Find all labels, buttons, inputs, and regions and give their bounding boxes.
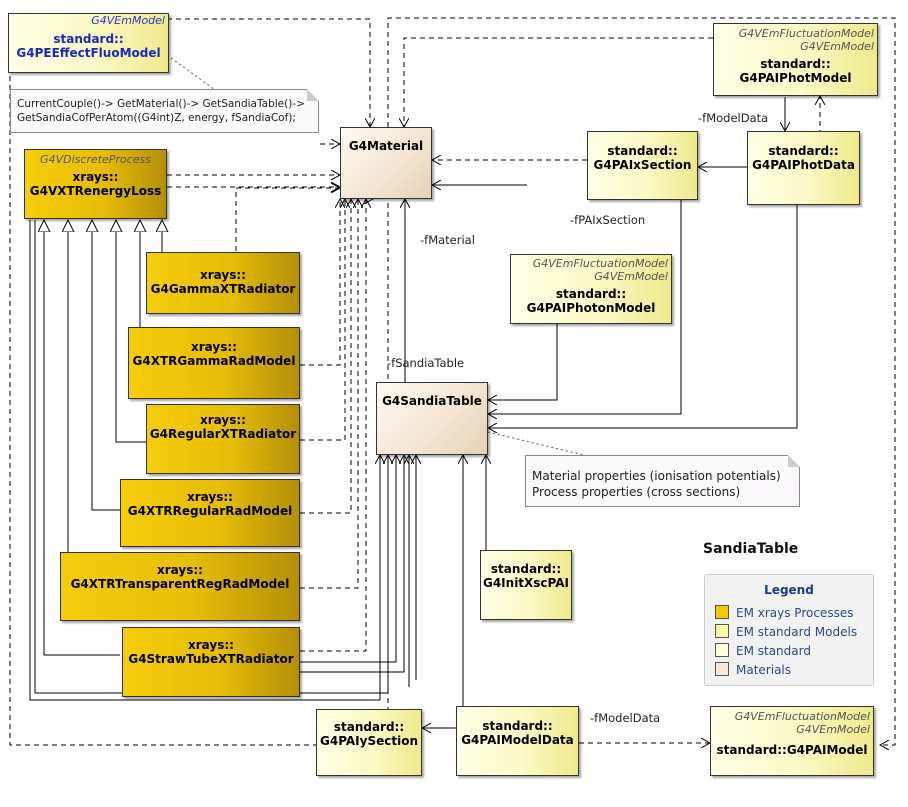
class-g4pai-photon-model[interactable]: G4VEmFluctuationModel G4VEmModel standar…: [510, 254, 672, 324]
class-name: G4InitXscPAI: [482, 576, 569, 590]
edge-label-fsandiatable: -fSandiaTable: [387, 356, 465, 370]
class-g4pe-effect-fluo-model[interactable]: G4VEmModel standard:: G4PEEffectFluoMode…: [8, 13, 169, 73]
legend-label: Materials: [736, 663, 792, 677]
class-name: G4PAIPhotonModel: [526, 301, 656, 315]
class-name: G4PAIySection: [320, 734, 418, 748]
class-g4sandia-table[interactable]: G4SandiaTable: [376, 382, 488, 455]
note-line: Process properties (cross sections): [532, 485, 741, 499]
legend-swatch: [715, 643, 729, 657]
class-namespace: xrays::: [188, 638, 234, 652]
class-name: G4StrawTubeXTRadiator: [128, 652, 294, 666]
legend-item-standard: EM standard: [715, 643, 811, 658]
legend-label: EM standard Models: [736, 625, 858, 639]
class-name: G4PAIPhotModel: [739, 71, 852, 85]
stereotype-label: G4VEmModel: [91, 14, 165, 27]
class-g4xtr-gamma-rad-model[interactable]: xrays:: G4XTRGammaRadModel: [128, 327, 300, 399]
diagram-title: SandiaTable: [703, 541, 799, 557]
class-namespace: standard::: [482, 719, 553, 733]
class-name: standard::G4PAIModel: [716, 743, 868, 757]
class-namespace: standard::: [768, 144, 839, 158]
class-name: G4XTRRegularRadModel: [127, 504, 293, 518]
legend-item-standard-models: EM standard Models: [715, 624, 857, 639]
class-g4gamma-xt-radiator[interactable]: xrays:: G4GammaXTRadiator: [146, 252, 300, 314]
class-g4material[interactable]: G4Material: [340, 127, 432, 199]
class-g4pai-phot-model[interactable]: G4VEmFluctuationModel G4VEmModel standar…: [713, 23, 878, 96]
class-namespace: standard::: [490, 562, 562, 576]
class-name: G4PAIModelData: [461, 733, 574, 747]
class-name: G4Material: [348, 139, 424, 153]
legend-label: EM standard: [736, 644, 811, 658]
note-line: GetSandiaCofPerAtom((G4int)Z, energy, fS…: [17, 112, 296, 124]
class-namespace: xrays::: [191, 340, 237, 354]
stereotype-label: G4VEmModel: [594, 270, 668, 283]
stereotype-label: G4VEmFluctuationModel: [532, 257, 668, 270]
class-g4straw-tube-xt-radiator[interactable]: xrays:: G4StrawTubeXTRadiator: [122, 627, 300, 697]
legend-title: Legend: [764, 583, 814, 597]
class-namespace: standard::: [760, 57, 831, 71]
legend: Legend EM xrays Processes EM standard Mo…: [704, 574, 874, 686]
class-name: G4XTRGammaRadModel: [132, 354, 296, 368]
class-g4regular-xt-radiator[interactable]: xrays:: G4RegularXTRadiator: [146, 404, 300, 474]
edge-label-fmodeldata-phot: -fModelData: [698, 111, 769, 125]
class-name: G4PAIxSection: [593, 158, 692, 172]
class-namespace: standard::: [607, 144, 678, 158]
legend-swatch: [715, 624, 729, 638]
class-g4xtr-regular-rad-model[interactable]: xrays:: G4XTRRegularRadModel: [120, 479, 300, 547]
note-line: Material properties (ionisation potentia…: [532, 469, 781, 483]
class-namespace: xrays::: [187, 490, 233, 504]
legend-item-xrays: EM xrays Processes: [715, 605, 853, 620]
stereotype-label: G4VEmModel: [796, 723, 870, 736]
class-namespace: xrays::: [200, 413, 246, 427]
note-properties: Material properties (ionisation potentia…: [525, 455, 800, 507]
class-g4pai-model-data[interactable]: standard:: G4PAIModelData: [456, 706, 579, 776]
class-name: G4XTRTransparentRegRadModel: [70, 577, 290, 591]
note-call-chain: CurrentCouple()-> GetMaterial()-> GetSan…: [10, 89, 319, 133]
class-g4paix-section[interactable]: standard:: G4PAIxSection: [587, 131, 698, 200]
edge-label-fmodeldata-pai: -fModelData: [590, 711, 661, 725]
stereotype-label: G4VEmFluctuationModel: [738, 27, 874, 40]
edge-label-fpaixsection: -fPAIxSection: [570, 213, 646, 227]
class-name: G4SandiaTable: [382, 394, 482, 408]
class-name: G4PAIPhotData: [752, 158, 855, 172]
class-namespace: xrays::: [72, 170, 119, 184]
note-fold: [307, 89, 319, 101]
class-name: G4RegularXTRadiator: [149, 427, 297, 441]
legend-label: EM xrays Processes: [736, 606, 854, 620]
class-g4init-xsc-pai[interactable]: standard:: G4InitXscPAI: [480, 550, 572, 620]
note-line: CurrentCouple()-> GetMaterial()-> GetSan…: [17, 98, 305, 110]
legend-swatch: [715, 662, 729, 676]
class-g4pai-phot-data[interactable]: standard:: G4PAIPhotData: [747, 131, 860, 205]
class-g4pai-model[interactable]: G4VEmFluctuationModel G4VEmModel standar…: [710, 706, 874, 776]
class-g4vxtr-energy-loss[interactable]: G4VDiscreteProcess xrays:: G4VXTRenergyL…: [24, 149, 167, 219]
edge-label-fmaterial: -fMaterial: [420, 233, 475, 247]
class-namespace: standard::: [333, 720, 405, 734]
class-namespace: xrays::: [200, 268, 246, 282]
class-name: G4PEEffectFluoModel: [16, 46, 161, 60]
class-name: G4VXTRenergyLoss: [29, 184, 162, 198]
class-g4xtr-transparent-reg-rad-model[interactable]: xrays:: G4XTRTransparentRegRadModel: [60, 552, 300, 621]
stereotype-label: G4VEmFluctuationModel: [734, 710, 870, 723]
stereotype-label: G4VDiscreteProcess: [40, 153, 151, 166]
class-g4paiy-section[interactable]: standard:: G4PAIySection: [316, 709, 422, 776]
legend-swatch: [715, 605, 729, 619]
note-fold: [788, 455, 800, 467]
class-namespace: standard::: [53, 32, 124, 46]
class-namespace: xrays::: [157, 563, 203, 577]
class-namespace: standard::: [555, 287, 627, 301]
legend-item-materials: Materials: [715, 662, 791, 677]
class-name: G4GammaXTRadiator: [150, 282, 296, 296]
stereotype-label: G4VEmModel: [800, 40, 874, 53]
